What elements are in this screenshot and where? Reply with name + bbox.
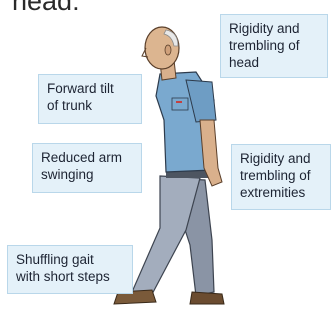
callout-head-text: Rigidity and trembling of head: [229, 20, 319, 71]
back-shoe: [190, 292, 224, 304]
callout-trunk-text: Forward tilt of trunk: [47, 80, 133, 114]
callout-gait-text: Shuffling gait with short steps: [16, 251, 124, 285]
callout-reduced-arm-swing: Reduced arm swinging: [32, 143, 142, 193]
callout-shuffling-gait: Shuffling gait with short steps: [7, 245, 133, 294]
callout-extremities-text: Rigidity and trembling of extremities: [240, 150, 322, 201]
callout-arm-text: Reduced arm swinging: [41, 149, 133, 183]
callout-extremities-rigidity: Rigidity and trembling of extremities: [231, 144, 331, 210]
callout-head-rigidity: Rigidity and trembling of head: [220, 14, 328, 78]
callout-forward-tilt: Forward tilt of trunk: [38, 74, 142, 124]
